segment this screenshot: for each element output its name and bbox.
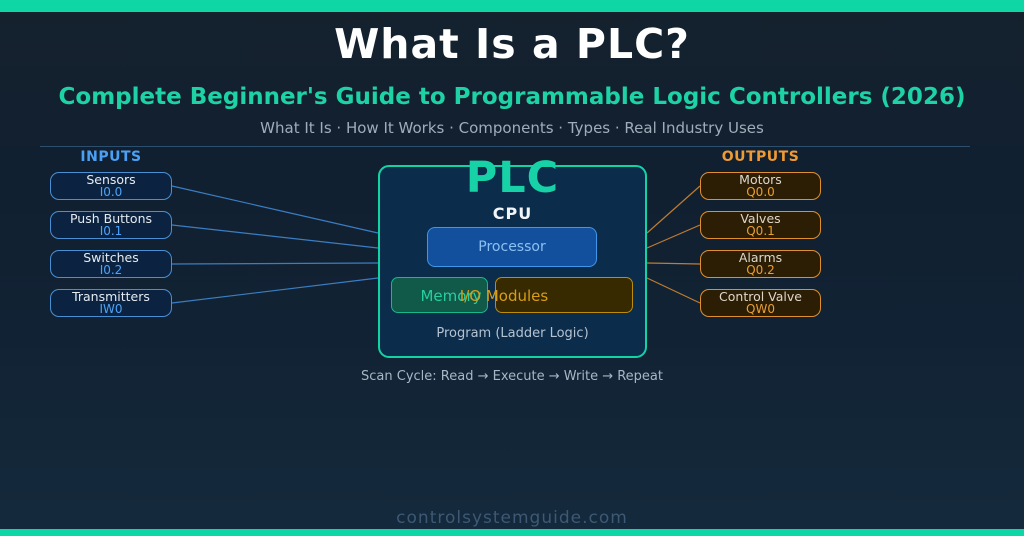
page-subtitle: Complete Beginner's Guide to Programmabl… bbox=[58, 84, 966, 110]
input-box-switches: Switches I0.2 bbox=[50, 250, 172, 278]
input-address: I0.2 bbox=[99, 263, 123, 278]
output-name: Alarms bbox=[738, 249, 783, 265]
output-box-alarms: Alarms Q0.2 bbox=[700, 250, 821, 278]
topics-tagline: What It Is · How It Works · Components ·… bbox=[260, 119, 764, 137]
plc-block-title: PLC bbox=[465, 153, 560, 203]
input-address: I0.0 bbox=[99, 185, 123, 200]
output-box-valves: Valves Q0.1 bbox=[700, 211, 821, 239]
output-address: Q0.0 bbox=[746, 185, 775, 200]
input-name: Sensors bbox=[86, 171, 136, 187]
output-name: Control Valve bbox=[719, 288, 802, 304]
input-box-push-buttons: Push Buttons I0.1 bbox=[50, 211, 172, 239]
output-address: QW0 bbox=[746, 302, 775, 317]
inputs-column-label: INPUTS bbox=[80, 149, 142, 165]
input-box-transmitters: Transmitters IW0 bbox=[50, 289, 172, 317]
input-address: I0.1 bbox=[99, 224, 123, 239]
website-footer: controlsystemguide.com bbox=[396, 508, 628, 528]
output-wires bbox=[646, 185, 701, 304]
processor-component: Processor bbox=[427, 227, 597, 267]
page-title: What Is a PLC? bbox=[334, 20, 690, 68]
io-modules-component-label: I/O Modules bbox=[459, 287, 549, 305]
input-box-sensors: Sensors I0.0 bbox=[50, 172, 172, 200]
input-name: Transmitters bbox=[72, 288, 150, 304]
header-divider bbox=[40, 146, 970, 147]
input-wires bbox=[171, 185, 379, 304]
output-address: Q0.2 bbox=[746, 263, 775, 278]
input-name: Switches bbox=[83, 249, 139, 265]
output-box-motors: Motors Q0.0 bbox=[700, 172, 821, 200]
memory-component bbox=[391, 277, 488, 313]
memory-component-label: Memory bbox=[420, 287, 482, 305]
cpu-label: CPU bbox=[492, 204, 533, 223]
io-modules-component bbox=[495, 277, 633, 313]
output-address: Q0.1 bbox=[746, 224, 775, 239]
output-box-control-valve: Control Valve QW0 bbox=[700, 289, 821, 317]
scan-cycle-caption: Scan Cycle: Read → Execute → Write → Rep… bbox=[361, 369, 663, 384]
input-address: IW0 bbox=[99, 302, 123, 317]
input-name: Push Buttons bbox=[69, 210, 153, 226]
output-name: Motors bbox=[739, 171, 782, 187]
bottom-accent-bar bbox=[0, 529, 1024, 536]
top-accent-bar bbox=[0, 0, 1024, 12]
outputs-column-label: OUTPUTS bbox=[721, 149, 800, 165]
output-name: Valves bbox=[740, 210, 781, 226]
program-label: Program (Ladder Logic) bbox=[436, 326, 589, 341]
